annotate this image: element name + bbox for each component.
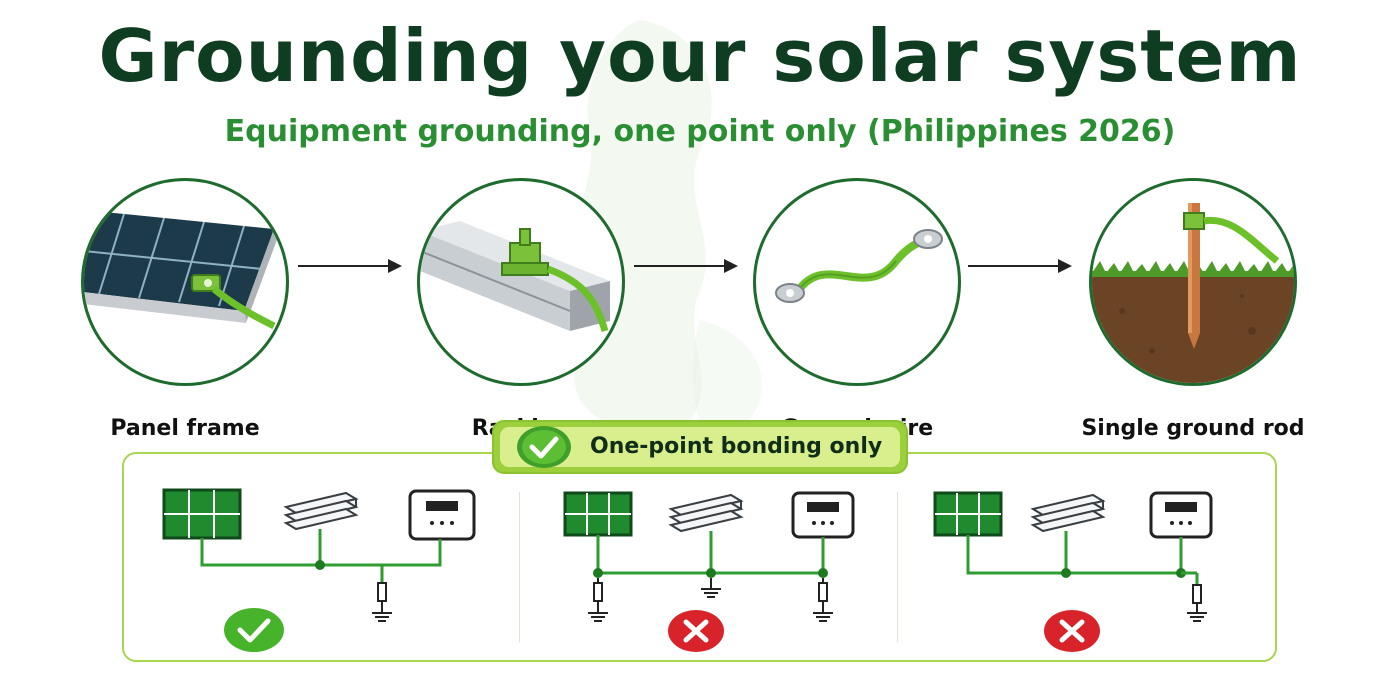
check-icon xyxy=(517,426,571,468)
cross-icon xyxy=(1044,610,1100,652)
scenario-multiple-rods xyxy=(563,491,855,652)
divider xyxy=(897,492,898,642)
check-icon xyxy=(224,608,284,652)
page-title: Grounding your solar system xyxy=(98,14,1302,98)
scenario-correct xyxy=(162,488,476,652)
solar-panel-icon xyxy=(933,491,1003,537)
inverter-icon xyxy=(791,491,855,539)
ground-rod-symbol xyxy=(813,578,833,622)
ground-wire-icon xyxy=(775,229,943,303)
ground-rod-circle xyxy=(1089,178,1297,386)
step-label: Panel frame xyxy=(110,416,260,441)
racking-circle xyxy=(417,178,625,386)
step-panel-frame: Panel frame xyxy=(70,178,300,441)
rule-banner-label: One-point bonding only xyxy=(590,434,883,459)
arrow-right-icon xyxy=(298,259,402,273)
divider xyxy=(519,492,520,642)
arrow-right-icon xyxy=(634,259,738,273)
solar-panel-icon xyxy=(563,491,633,537)
ground-rod-icon xyxy=(1092,181,1294,383)
racking-beam-icon xyxy=(668,493,744,533)
ground-wire-circle xyxy=(753,178,961,386)
ground-rod-symbol xyxy=(588,578,608,622)
panel-frame-circle xyxy=(81,178,289,386)
arrow-right-icon xyxy=(968,259,1072,273)
inverter-icon xyxy=(1149,491,1213,539)
cross-icon xyxy=(668,610,724,652)
racking-beam-icon xyxy=(283,491,359,531)
step-ground-wire: Ground wire xyxy=(742,178,972,441)
ground-symbol xyxy=(701,578,721,598)
step-ground-rod: Single ground rod xyxy=(1078,178,1308,441)
racking-rail-icon xyxy=(420,221,610,332)
ground-rod-symbol xyxy=(1187,584,1207,622)
ground-rod-symbol xyxy=(372,582,392,622)
solar-panel-icon xyxy=(162,488,242,540)
step-label: Single ground rod xyxy=(1081,416,1305,441)
racking-beam-icon xyxy=(1030,493,1106,533)
inverter-icon xyxy=(408,489,476,541)
step-racking: Racking xyxy=(406,178,636,441)
page-subtitle: Equipment grounding, one point only (Phi… xyxy=(224,114,1176,149)
solar-panel-frame-icon xyxy=(84,211,278,330)
scenario-incorrect-bond xyxy=(933,491,1213,652)
